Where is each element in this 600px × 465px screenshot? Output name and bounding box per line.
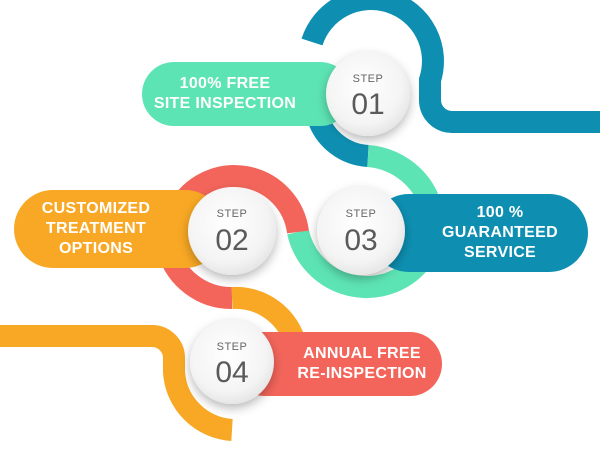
step-01-label: 100% FREE SITE INSPECTION — [150, 62, 300, 126]
step-03-label-line-2: GUARANTEED — [442, 224, 558, 241]
step-word-01: STEP — [353, 73, 384, 85]
step-04-label: ANNUAL FREE RE-INSPECTION — [286, 332, 438, 396]
mint-lower-arc — [287, 229, 429, 298]
step-number-03: 03 — [344, 224, 377, 257]
pill-step-03 — [370, 194, 588, 272]
pill-step-02 — [14, 190, 224, 268]
step-number-04: 04 — [215, 356, 248, 389]
step-03-label: 100 % GUARANTEED SERVICE — [418, 194, 582, 272]
mint-connector-arc — [366, 145, 439, 203]
step-01-label-line-1: 100% FREE — [179, 75, 271, 92]
orange-left-tail — [0, 325, 234, 441]
step-03-label-line-1: 100 % — [476, 204, 524, 221]
step-03-label-line-3: SERVICE — [463, 244, 537, 261]
pill-step-01 — [142, 62, 352, 126]
step-02-label-line-2: TREATMENT — [45, 220, 147, 237]
step-04-label-line-1: ANNUAL FREE — [303, 345, 421, 362]
step-02-label: CUSTOMIZED TREATMENT OPTIONS — [22, 190, 170, 268]
step-number-01: 01 — [351, 88, 384, 121]
step-02-label-line-3: OPTIONS — [58, 240, 134, 257]
step-disc-01 — [326, 52, 410, 136]
step-02-label-line-1: CUSTOMIZED — [41, 200, 151, 217]
pill-step-04 — [232, 332, 442, 396]
step-word-02: STEP — [217, 208, 248, 220]
step-word-03: STEP — [346, 208, 377, 220]
step-01-label-line-2: SITE INSPECTION — [153, 95, 297, 112]
step-disc-04 — [190, 320, 274, 404]
step-04-label-line-2: RE-INSPECTION — [297, 365, 427, 382]
step-disc-02 — [188, 187, 276, 275]
step-disc-03 — [317, 187, 405, 275]
teal-top-arc — [301, 0, 600, 133]
step-word-04: STEP — [217, 341, 248, 353]
step-number-02: 02 — [215, 224, 248, 257]
